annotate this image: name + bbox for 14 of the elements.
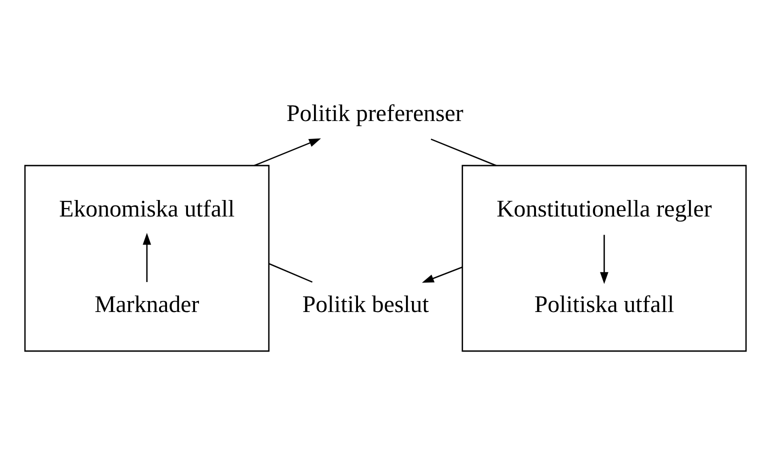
cluster [461,164,746,352]
node-text: Ekonomiska utfall [58,196,234,222]
cluster [24,164,270,352]
node-text: Politik beslut [302,292,428,318]
node-text: Politik preferenser [286,100,463,127]
arrow [254,138,320,166]
arrow [600,234,608,284]
arrow [142,232,151,282]
node-text: Konstitutionella regler [496,196,712,222]
connector [430,138,496,166]
node-text: Marknader [94,292,199,318]
arrow [421,266,462,283]
node-text: Politiska utfall [534,292,674,318]
connector [268,263,312,283]
